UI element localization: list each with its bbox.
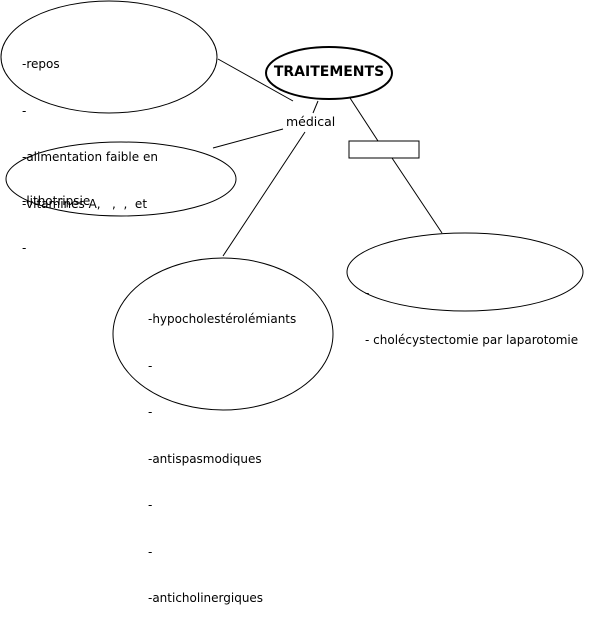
- diagram-canvas: [0, 0, 584, 411]
- center-label-medical: médical: [286, 114, 336, 129]
- node-bottom-center-text: -hypocholestérolémiants - - -antispasmod…: [148, 281, 296, 622]
- text-line: -: [148, 498, 153, 512]
- connector-topleft-medical: [217, 58, 294, 102]
- node-right: [346, 232, 584, 312]
- text-line: -vitamines A, , , et: [22, 196, 148, 211]
- empty-label-box: [348, 140, 420, 159]
- text-line: -: [148, 358, 153, 373]
- connector-box-right: [391, 157, 443, 234]
- node-title: [265, 46, 393, 100]
- node-right-text: - - cholécystectomie par laparotomie: [365, 255, 578, 364]
- connector-title-box: [349, 97, 379, 142]
- node-mid-left-text: -lithotripsie -: [22, 163, 90, 272]
- node-bottom-center: [112, 257, 334, 411]
- text-line: -lithotripsie: [22, 194, 91, 208]
- text-line: -: [365, 286, 370, 300]
- text-line: -repos: [22, 57, 60, 71]
- text-line: -hypocholestérolémiants: [148, 312, 297, 326]
- connector-medical-bottom: [222, 131, 306, 257]
- text-line: -: [22, 240, 27, 255]
- connector-title-medical: [312, 100, 319, 114]
- text-line: -antispasmodiques: [148, 451, 262, 466]
- text-line: -anticholinergiques: [148, 591, 264, 605]
- diagram-title: TRAITEMENTS: [273, 64, 385, 80]
- text-line: -alimentation faible en: [22, 150, 158, 164]
- text-line: -: [148, 405, 153, 419]
- node-top-left: [0, 0, 218, 114]
- node-top-left-text: -repos - -alimentation faible en -vitami…: [22, 26, 158, 228]
- connector-midleft-medical: [212, 128, 284, 149]
- text-line: -: [22, 103, 27, 118]
- text-line: - cholécystectomie par laparotomie: [365, 332, 579, 347]
- node-mid-left: [5, 141, 237, 217]
- text-line: -: [148, 544, 153, 559]
